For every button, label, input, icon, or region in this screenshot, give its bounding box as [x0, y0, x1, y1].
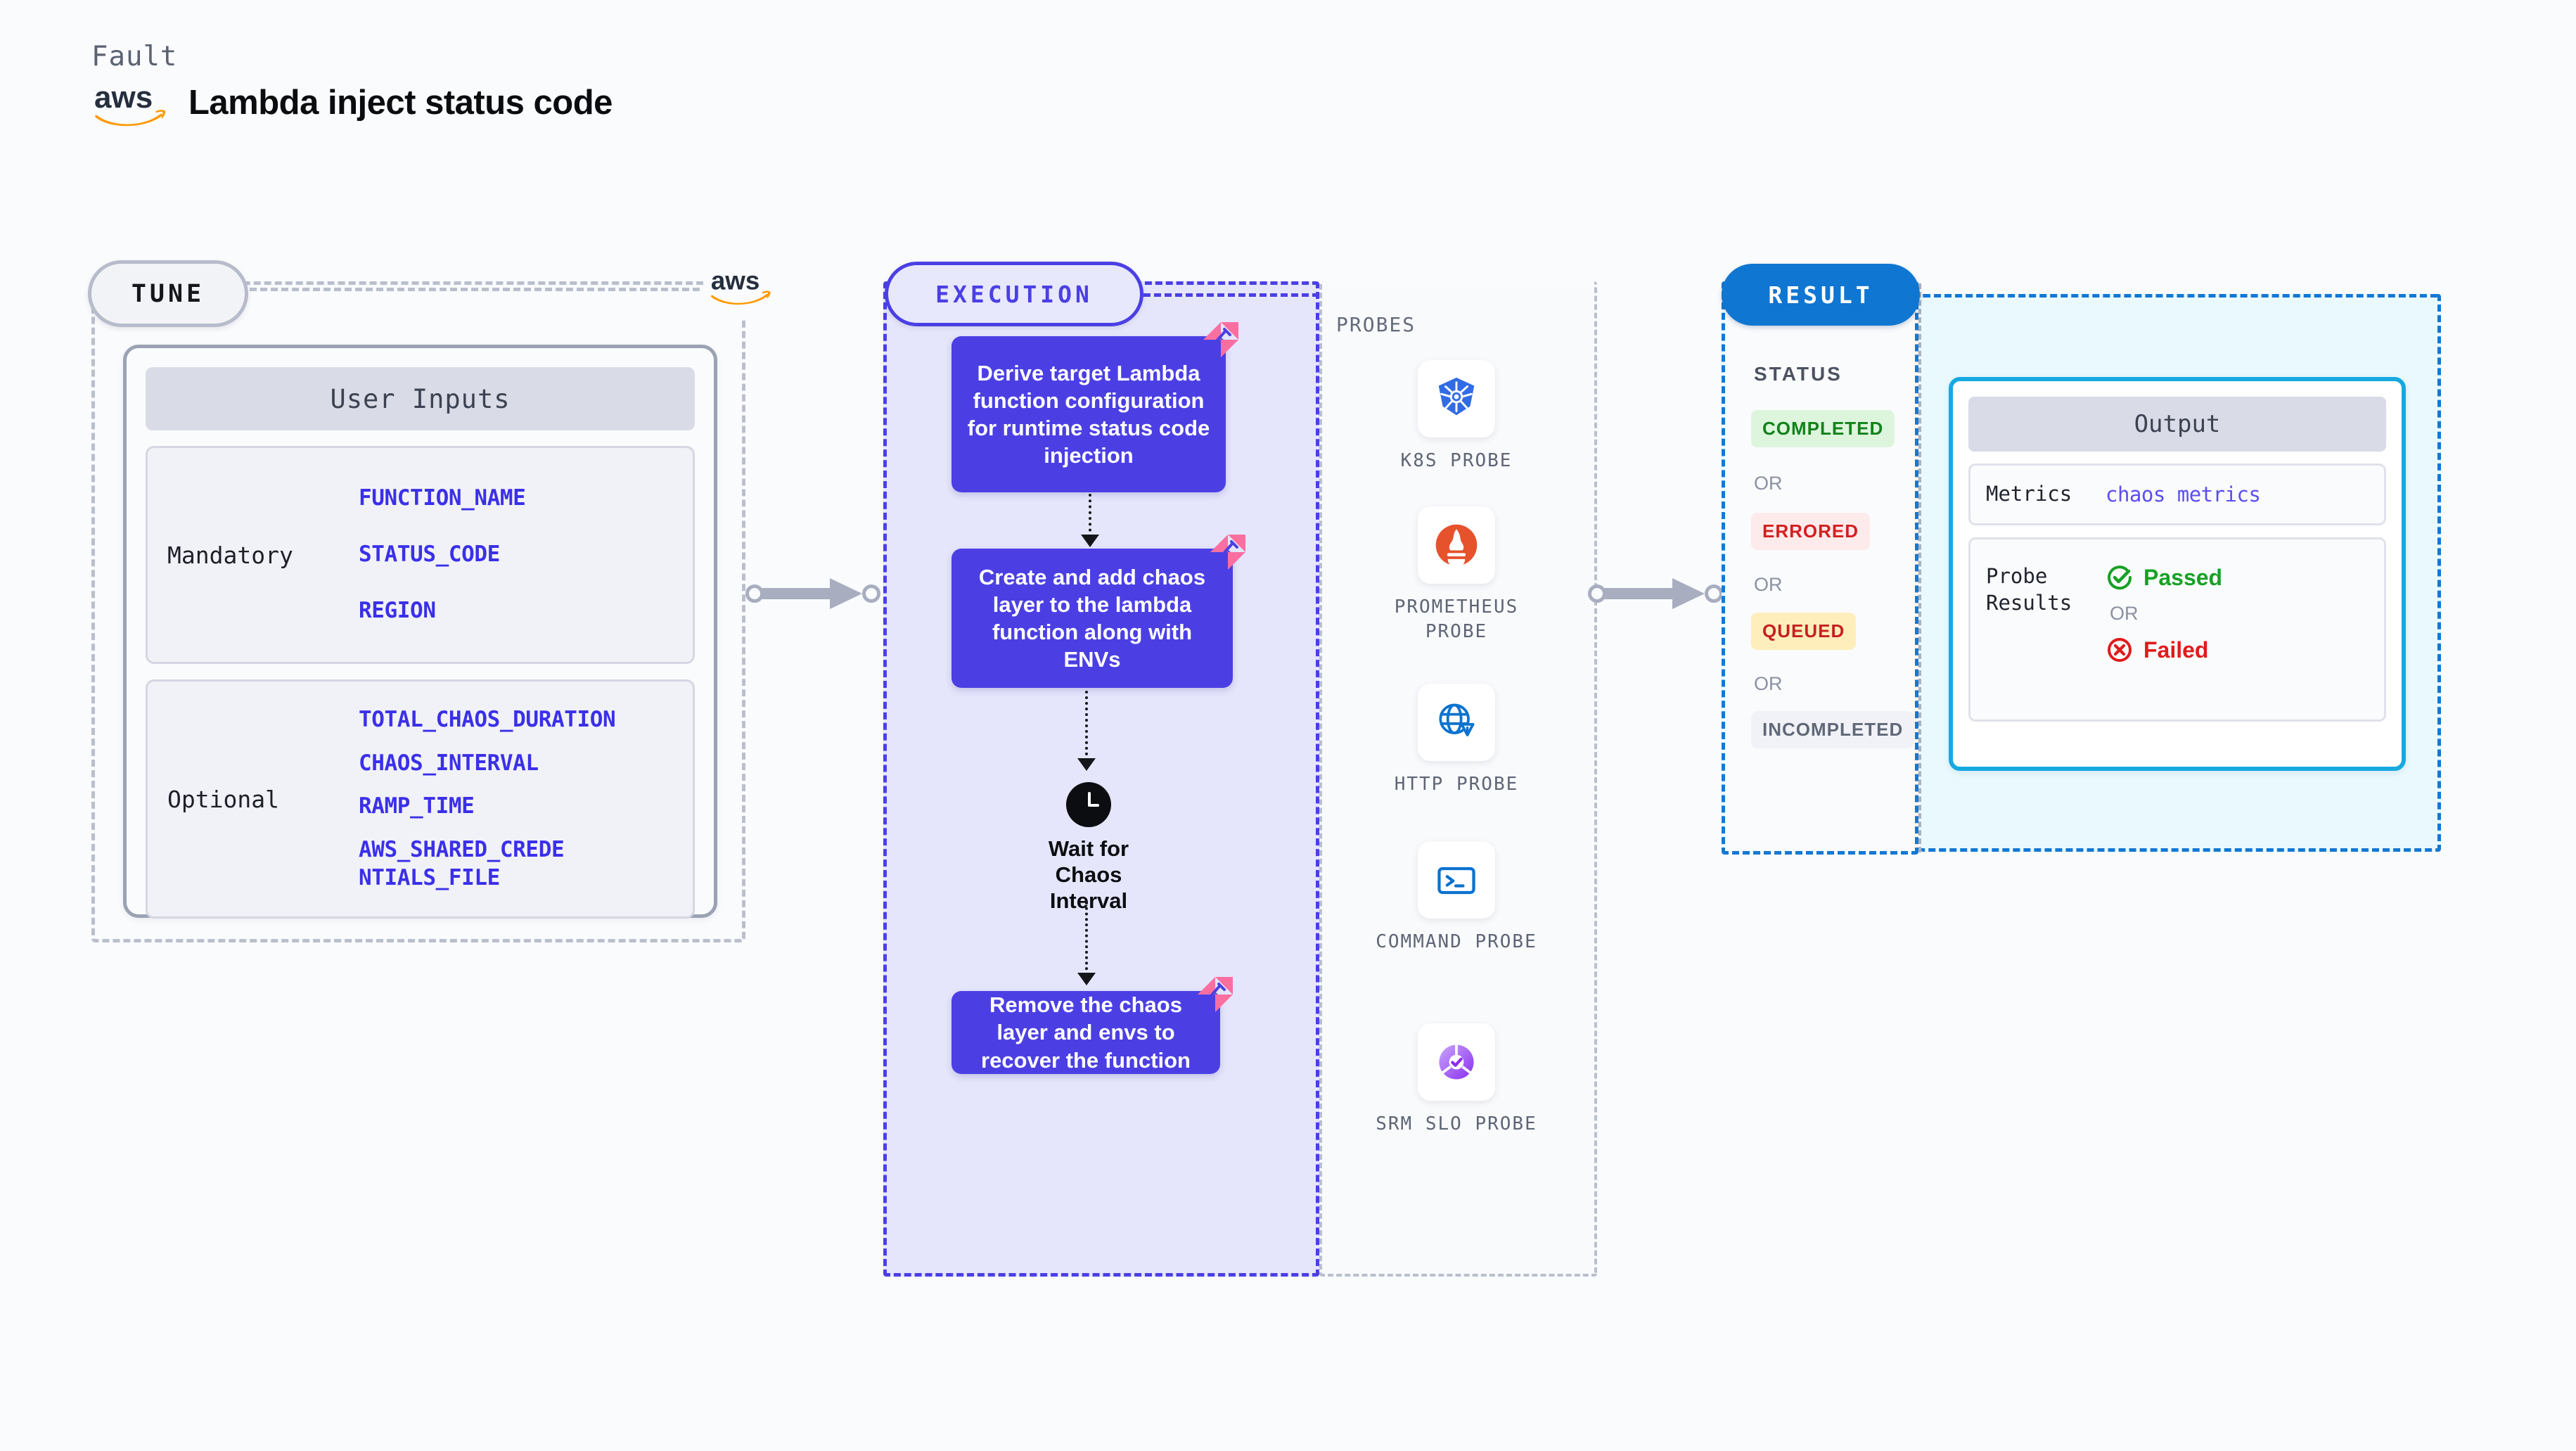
- probe-result-passed: Passed: [2106, 563, 2377, 592]
- execution-badge[interactable]: EXECUTION: [885, 262, 1143, 326]
- probe-label: SRM SLO PROBE: [1376, 1113, 1537, 1134]
- probe-result-failed: Failed: [2106, 636, 2377, 664]
- probes-panel: [1319, 281, 1597, 1277]
- status-title: STATUS: [1754, 363, 1843, 385]
- connector-arrowhead: [830, 578, 862, 609]
- status-badge-queued: QUEUED: [1751, 613, 1857, 650]
- probe-item-prometheus[interactable]: PROMETHEUS PROBE: [1365, 506, 1548, 644]
- execution-step-2-label: Create and add chaos layer to the lambda…: [978, 564, 1206, 672]
- connector-arrowhead: [1672, 578, 1705, 609]
- probes-title: PROBES: [1336, 313, 1416, 336]
- connector-execution-result: [1588, 578, 1729, 609]
- param-item: REGION: [359, 597, 436, 623]
- failed-label: Failed: [2144, 637, 2209, 663]
- page-title: Lambda inject status code: [188, 84, 613, 122]
- output-card: Output Metrics chaos metrics Probe Resul…: [1949, 377, 2406, 771]
- param-item: TOTAL_CHAOS_DURATION: [359, 706, 616, 732]
- probe-results-key: Probe Results: [1986, 564, 2072, 615]
- probe-item-command[interactable]: COMMAND PROBE: [1365, 841, 1548, 954]
- connector-start-dot: [745, 584, 764, 603]
- result-panel: [1722, 281, 1918, 855]
- flow-arrow-2: [1085, 691, 1088, 761]
- check-circle-icon: [2108, 565, 2132, 590]
- flow-arrow-3: [1085, 902, 1088, 976]
- probe-label: PROMETHEUS PROBE: [1394, 596, 1519, 643]
- probe-label: K8S PROBE: [1400, 450, 1513, 471]
- svg-text:aws: aws: [94, 80, 153, 115]
- or-label: OR: [1754, 574, 1783, 595]
- tune-connector-line: [250, 288, 742, 291]
- result-divider: [1918, 283, 1921, 852]
- flow-arrow-1: [1089, 494, 1091, 537]
- tune-badge[interactable]: TUNE: [88, 260, 248, 327]
- kubernetes-icon: [1418, 360, 1495, 437]
- srm-slo-icon: [1418, 1023, 1495, 1101]
- svg-text:aws: aws: [711, 267, 760, 295]
- clock-icon: [1066, 782, 1111, 827]
- output-metrics-row: Metrics chaos metrics: [1968, 464, 2386, 525]
- output-title: Output: [1968, 397, 2386, 452]
- param-item: AWS_SHARED_CREDENTIALS_FILE: [359, 836, 565, 890]
- wait-label: Wait for Chaos Interval: [1048, 836, 1129, 914]
- connector-start-dot: [1588, 584, 1606, 603]
- page-header: Fault aws Lambda inject status code: [91, 41, 613, 129]
- flow-arrow-2-head: [1077, 758, 1096, 771]
- terminal-icon: [1418, 841, 1495, 919]
- output-probe-results-row: Probe Results Passed OR Failed: [1968, 537, 2386, 722]
- user-inputs-title: User Inputs: [146, 367, 695, 430]
- connector-bar: [1605, 588, 1688, 599]
- x-circle-icon: [2108, 638, 2132, 662]
- status-badge-completed: COMPLETED: [1751, 410, 1895, 447]
- user-inputs-card: User Inputs Mandatory FUNCTION_NAME STAT…: [123, 345, 717, 919]
- header-kicker: Fault: [91, 41, 178, 72]
- or-label: OR: [1754, 473, 1783, 494]
- prometheus-icon: [1418, 506, 1495, 584]
- param-item: FUNCTION_NAME: [359, 485, 526, 511]
- optional-label: Optional: [167, 785, 279, 813]
- or-label: OR: [2110, 603, 2139, 624]
- param-item: RAMP_TIME: [359, 793, 475, 819]
- execution-step-1-label: Derive target Lambda function configurat…: [967, 360, 1210, 468]
- passed-label: Passed: [2144, 564, 2223, 590]
- flow-arrow-1-head: [1081, 535, 1099, 547]
- flow-arrow-3-head: [1077, 973, 1096, 985]
- connector-end-dot: [862, 584, 880, 603]
- execution-step-2[interactable]: Create and add chaos layer to the lambda…: [951, 535, 1245, 688]
- execution-step-3-label: Remove the chaos layer and envs to recov…: [981, 992, 1191, 1073]
- mandatory-label: Mandatory: [167, 541, 293, 569]
- probe-label: COMMAND PROBE: [1376, 931, 1537, 952]
- connector-bar: [762, 588, 845, 599]
- metrics-value: chaos metrics: [2106, 482, 2261, 506]
- execution-step-1[interactable]: Derive target Lambda function configurat…: [951, 322, 1238, 492]
- probe-item-http[interactable]: HTTP PROBE: [1365, 684, 1548, 797]
- execution-step-3[interactable]: Remove the chaos layer and envs to recov…: [951, 977, 1233, 1074]
- status-badge-incompleted: INCOMPLETED: [1751, 711, 1915, 748]
- probe-label: HTTP PROBE: [1394, 774, 1519, 795]
- wait-for-chaos-interval: Wait for Chaos Interval: [1036, 782, 1141, 914]
- metrics-key: Metrics: [1986, 482, 2072, 506]
- status-badge-errored: ERRORED: [1751, 513, 1871, 550]
- probe-item-k8s[interactable]: K8S PROBE: [1365, 360, 1548, 473]
- optional-params-block: Optional TOTAL_CHAOS_DURATION CHAOS_INTE…: [146, 679, 695, 919]
- mandatory-params-block: Mandatory FUNCTION_NAME STATUS_CODE REGI…: [146, 446, 695, 664]
- connector-end-dot: [1705, 584, 1723, 603]
- or-label: OR: [1754, 673, 1783, 694]
- aws-logo-inline: aws: [703, 255, 781, 318]
- probe-item-srm-slo[interactable]: SRM SLO PROBE: [1365, 1023, 1548, 1137]
- mandatory-param-list: FUNCTION_NAME STATUS_CODE REGION: [359, 449, 693, 660]
- http-globe-icon: [1418, 684, 1495, 761]
- result-badge[interactable]: RESULT: [1722, 264, 1920, 326]
- param-item: CHAOS_INTERVAL: [359, 750, 539, 776]
- connector-tune-execution: [745, 578, 886, 609]
- aws-logo: aws: [91, 77, 170, 129]
- param-item: STATUS_CODE: [359, 542, 500, 568]
- optional-param-list: TOTAL_CHAOS_DURATION CHAOS_INTERVAL RAMP…: [359, 677, 693, 921]
